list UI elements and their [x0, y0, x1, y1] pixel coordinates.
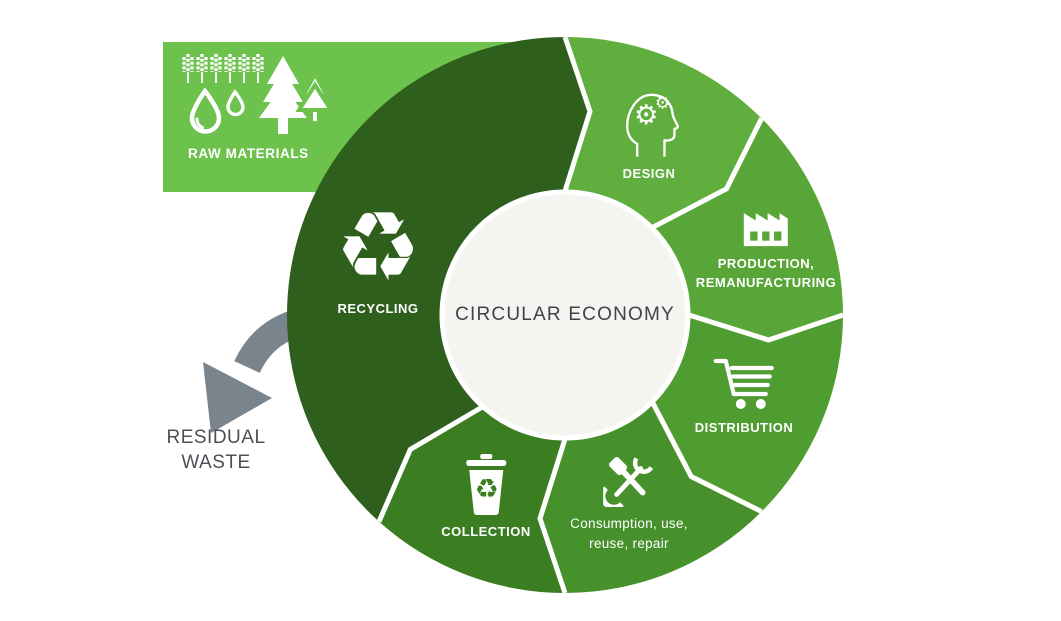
- design-head-gears-icon: ⚙ ⚙: [626, 93, 679, 157]
- segment-boundary: [537, 438, 568, 594]
- production-factory-icon: [743, 213, 788, 247]
- segment-label-recycling: ♻ RECYCLING: [334, 191, 422, 319]
- arrow-head: [203, 362, 272, 433]
- segment-label-collection: ♻ COLLECTION: [441, 454, 531, 542]
- segment-label-text: Consumption, use,: [570, 516, 688, 531]
- segment-label-distribution: DISTRIBUTION: [695, 354, 793, 438]
- recycling-arrows-icon: ♻: [334, 191, 422, 303]
- residual-waste-line1: RESIDUAL: [166, 427, 266, 448]
- distribution-cart-icon: [713, 358, 775, 409]
- gear-icon: ⚙: [634, 100, 658, 131]
- gear-icon: ⚙: [655, 93, 670, 113]
- segment-label-production: PRODUCTION, REMANUFACTURING: [696, 204, 836, 293]
- raw-materials-label: RAW MATERIALS: [188, 146, 309, 161]
- collection-bin-icon: ♻: [466, 454, 506, 515]
- segment-label-text: DISTRIBUTION: [694, 420, 794, 435]
- arrow-front-band: [234, 304, 354, 374]
- recycle-icon: ♻: [474, 474, 498, 505]
- wheat-icon: [182, 53, 264, 85]
- segment-label-design: ⚙ ⚙ DESIGN: [619, 88, 679, 184]
- segment-label-text: REMANUFACTURING: [695, 274, 837, 290]
- consumption-tools-icon: [602, 457, 654, 507]
- segment-label-consumption: Consumption, use, reuse, repair: [570, 455, 688, 553]
- residual-waste-label: RESIDUAL WASTE: [166, 426, 265, 475]
- segment-boundary: [688, 312, 844, 343]
- arrow-fold-highlight: [297, 315, 308, 355]
- center-title: CIRCULAR ECONOMY: [455, 304, 675, 325]
- water-drops-icon: [189, 88, 245, 134]
- pine-trees-icon: [259, 56, 333, 134]
- segment-label-text: reuse, repair: [589, 535, 669, 551]
- raw-materials-box: RAW MATERIALS: [163, 42, 570, 192]
- segment-label-text: DESIGN: [622, 166, 676, 181]
- residual-waste-line2: WASTE: [181, 451, 251, 473]
- arrow-back-band: [295, 323, 390, 449]
- segment-label-text: PRODUCTION,: [717, 256, 815, 271]
- segment-label-text: RECYCLING: [337, 301, 419, 317]
- segment-label-text: COLLECTION: [441, 524, 531, 539]
